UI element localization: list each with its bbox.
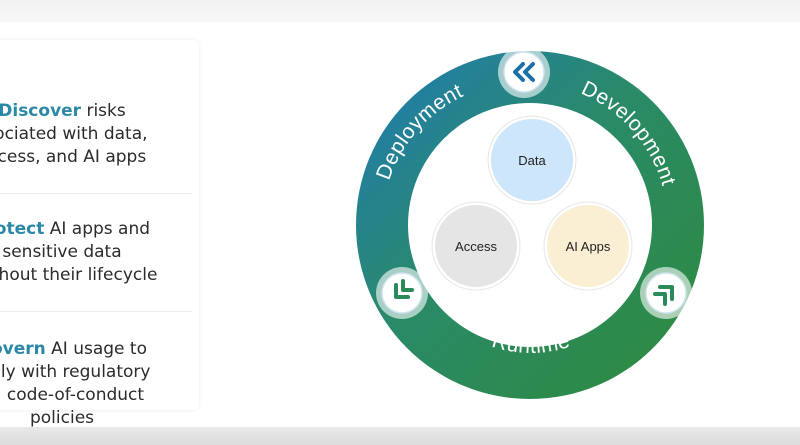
govern-line-4: policies xyxy=(29,408,95,428)
lifecycle-diagram: Deployment Development Runtime Data Acce… xyxy=(350,45,710,405)
discover-line-2: ssociated with data, xyxy=(0,124,148,144)
govern-line-2: mply with regulatory xyxy=(0,362,151,382)
discover-line-3: access, and AI apps xyxy=(0,147,147,167)
node-label-data: Data xyxy=(518,153,546,168)
node-label-access: Access xyxy=(455,239,497,254)
divider xyxy=(0,193,192,194)
protect-line-1: AI apps and xyxy=(44,219,151,239)
govern-item: Govern AI usage to mply with regulatory … xyxy=(0,338,192,430)
protect-item: Protect AI apps and sensitive data ougho… xyxy=(0,218,192,287)
double-chevron-down-left-icon xyxy=(376,267,428,319)
protect-line-3: oughout their lifecycle xyxy=(0,265,158,285)
top-strip xyxy=(0,0,800,22)
bottom-strip xyxy=(0,427,800,445)
discover-keyword: Discover xyxy=(0,101,82,121)
govern-keyword: Govern xyxy=(0,339,46,359)
divider xyxy=(0,311,192,312)
double-chevron-up-right-icon xyxy=(640,267,692,319)
double-chevron-left-icon xyxy=(498,46,550,98)
capabilities-panel: Discover risks ssociated with data, acce… xyxy=(0,40,199,428)
protect-keyword: Protect xyxy=(0,219,45,239)
node-access: Access xyxy=(431,201,521,291)
node-label-ai-apps: AI Apps xyxy=(566,239,611,254)
discover-item: Discover risks ssociated with data, acce… xyxy=(0,100,192,169)
govern-line-1: AI usage to xyxy=(45,339,147,359)
discover-line-1: risks xyxy=(81,101,126,121)
govern-line-3: nd code-of-conduct xyxy=(0,385,145,405)
protect-line-2: sensitive data xyxy=(2,242,122,262)
node-data: Data xyxy=(487,115,577,205)
node-ai-apps: AI Apps xyxy=(543,201,633,291)
